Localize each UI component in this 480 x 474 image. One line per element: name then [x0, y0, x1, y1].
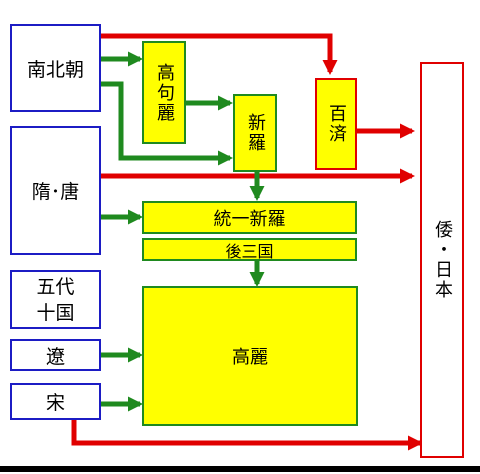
node-unified-silla: 統一新羅 [142, 201, 357, 234]
bottom-divider [0, 466, 480, 472]
node-baekje: 百済 [315, 78, 357, 170]
node-wudai-shiguo: 五代 十国 [10, 270, 101, 329]
node-unified-silla-label: 統一新羅 [213, 208, 286, 230]
node-goryeo-label: 高麗 [232, 347, 268, 368]
node-wudai-label-line1: 五代 [36, 275, 75, 298]
node-wa-japan-label: 倭・日本 [432, 220, 453, 300]
node-silla: 新羅 [233, 94, 277, 172]
node-sui-tang: 隋･唐 [10, 126, 101, 255]
node-nanbeichao-label: 南北朝 [26, 58, 84, 81]
node-sui-tang-label: 隋･唐 [31, 181, 80, 203]
node-song: 宋 [10, 383, 101, 420]
arrow-song-to-wa [71, 420, 423, 451]
node-nanbeichao: 南北朝 [10, 24, 101, 112]
node-liao-label: 遼 [45, 345, 65, 368]
arrow-nanbeichao-to-baekje [101, 33, 338, 75]
arrow-nanbeichao-to-silla [101, 81, 233, 166]
node-later-three-kingdoms: 後三国 [142, 238, 357, 261]
node-song-label: 宋 [45, 392, 65, 414]
node-goryeo: 高麗 [142, 286, 358, 426]
node-wudai-label-line2: 十国 [36, 301, 75, 324]
node-liao: 遼 [10, 339, 101, 371]
node-silla-label: 新羅 [245, 113, 266, 153]
node-goguryeo-label: 高句麗 [154, 62, 175, 123]
node-goguryeo: 高句麗 [142, 41, 186, 144]
node-later-three-label: 後三国 [225, 241, 274, 261]
node-wa-japan: 倭・日本 [420, 62, 464, 458]
node-baekje-label: 百済 [326, 104, 347, 144]
